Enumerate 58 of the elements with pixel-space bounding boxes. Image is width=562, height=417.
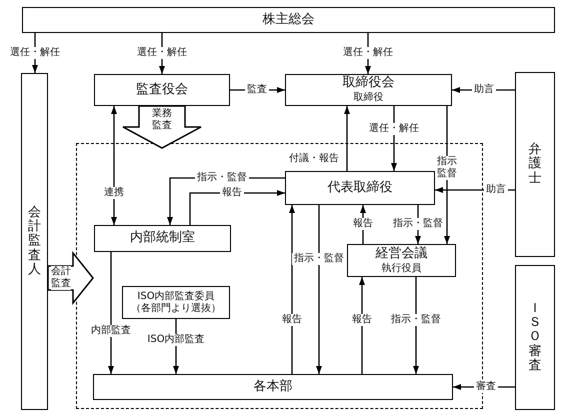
edge-label: 業務監査 bbox=[152, 108, 172, 132]
edge-label: 内部監査 bbox=[89, 325, 133, 337]
org-box bbox=[285, 74, 452, 106]
node-title: 監査役会 bbox=[136, 82, 188, 98]
edge-label: 付議・報告 bbox=[287, 153, 341, 165]
edge-label: 報告 bbox=[220, 187, 244, 199]
edge-label: 助言 bbox=[472, 84, 496, 96]
edge-label: 会計監査 bbox=[51, 266, 71, 290]
node-title: 経営会議 bbox=[376, 246, 428, 262]
edge-label: 連携 bbox=[102, 187, 126, 199]
node-title: 内部統制室 bbox=[130, 231, 195, 246]
node-subtitle: （各部門より選抜） bbox=[131, 303, 221, 314]
edge-label: 報告 bbox=[350, 314, 374, 326]
arrow bbox=[413, 277, 419, 374]
node-title: ISO内部監査委員 bbox=[137, 290, 215, 302]
arrow bbox=[108, 252, 114, 374]
edge-label: 選任・解任 bbox=[341, 47, 395, 59]
edge-label: 選任・解任 bbox=[367, 123, 421, 135]
org-box bbox=[93, 374, 453, 400]
double-arrow bbox=[111, 106, 117, 225]
arrow bbox=[360, 205, 366, 244]
edge-label: 選任・解任 bbox=[135, 47, 189, 59]
arrow bbox=[316, 205, 322, 374]
edge-label: 指示監督 bbox=[437, 156, 457, 180]
node-title: 取締役会 bbox=[342, 76, 394, 92]
node-subtitle: 取締役 bbox=[354, 92, 384, 104]
org-box bbox=[22, 7, 555, 33]
edge-label: 指示・監督 bbox=[292, 253, 346, 265]
arrow bbox=[444, 106, 450, 244]
edge-label: 審査 bbox=[474, 381, 498, 393]
arrow bbox=[189, 190, 285, 225]
edge-label: 報告 bbox=[280, 314, 304, 326]
arrow bbox=[359, 277, 365, 374]
org-box bbox=[94, 74, 230, 106]
node-title: 弁護士 bbox=[528, 143, 542, 186]
arrow bbox=[344, 106, 350, 171]
edge-label: ISO内部監査 bbox=[145, 334, 207, 346]
node-title: 株主総会 bbox=[262, 12, 314, 28]
edge-label: 報告 bbox=[351, 218, 375, 230]
org-box bbox=[515, 265, 555, 410]
node-title: ＩＳＯ審査 bbox=[528, 302, 542, 374]
edge-label: 選任・解任 bbox=[8, 47, 62, 59]
org-box bbox=[285, 171, 435, 205]
edge-label: 指示・監督 bbox=[391, 218, 445, 230]
org-box bbox=[347, 244, 456, 277]
org-box bbox=[94, 225, 231, 252]
node-title: 会計監査人 bbox=[28, 206, 41, 278]
org-box bbox=[122, 286, 230, 319]
edge-label: 助言 bbox=[484, 184, 508, 196]
edge-label: 指示・監督 bbox=[389, 314, 443, 326]
node-title: 各本部 bbox=[254, 380, 292, 394]
node-title: 代表取締役 bbox=[328, 180, 392, 196]
node-subtitle: 執行役員 bbox=[382, 262, 422, 274]
org-box bbox=[515, 72, 555, 257]
org-box bbox=[21, 73, 48, 410]
edge-label: 指示・監督 bbox=[195, 172, 249, 184]
arrow bbox=[289, 205, 295, 374]
edge-label: 監査 bbox=[245, 84, 269, 96]
